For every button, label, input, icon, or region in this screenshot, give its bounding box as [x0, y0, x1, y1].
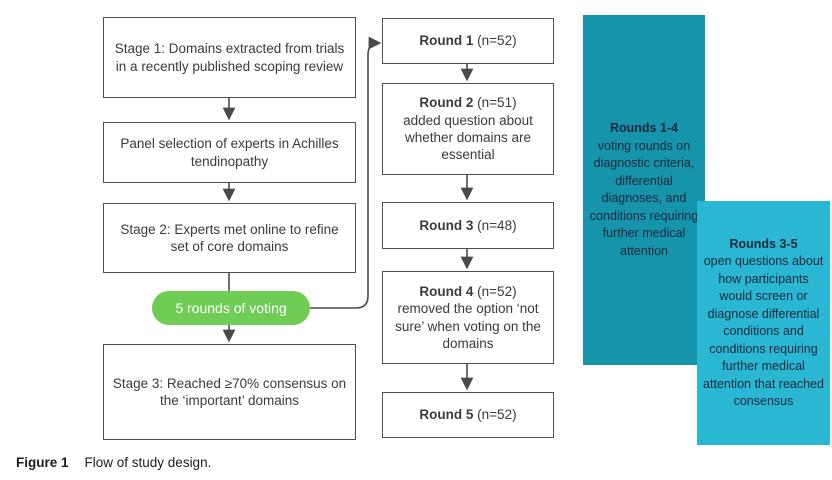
- stage1-box: Stage 1: Domains extracted from trials i…: [103, 17, 356, 98]
- round1-box: Round 1 (n=52): [382, 18, 554, 64]
- round1-label: Round 1: [419, 33, 474, 49]
- annotation-rounds-3-5-body: open questions about how participants wo…: [703, 254, 824, 408]
- round5-label: Round 5: [419, 407, 474, 423]
- connector-voting-to-round1: [310, 36, 382, 309]
- figure-caption: Figure 1 Flow of study design.: [16, 455, 211, 470]
- annotation-rounds-1-4: Rounds 1-4 voting rounds on diagnostic c…: [583, 15, 705, 365]
- voting-rounds-text: 5 rounds of voting: [175, 300, 287, 316]
- stage2-box: Stage 2: Experts met online to refine se…: [103, 203, 356, 273]
- annotation-rounds-1-4-body: voting rounds on diagnostic criteria, di…: [589, 138, 699, 258]
- annotation-rounds-1-4-title: Rounds 1-4: [609, 121, 679, 135]
- annotation-rounds-3-5-title: Rounds 3-5: [729, 236, 798, 251]
- stage2-text: Stage 2: Experts met online to refine se…: [120, 221, 339, 254]
- round4-n: (n=52): [477, 283, 517, 299]
- round1-n: (n=52): [477, 33, 517, 49]
- round2-box: Round 2 (n=51) added question about whet…: [382, 83, 554, 175]
- round4-box: Round 4 (n=52) removed the option ‘not s…: [382, 271, 554, 364]
- round4-label: Round 4: [419, 283, 474, 299]
- round2-detail: added question about whether domains are…: [403, 112, 533, 163]
- round5-box: Round 5 (n=52): [382, 392, 554, 438]
- round3-label: Round 3: [419, 217, 474, 233]
- stage1-text: Stage 1: Domains extracted from trials i…: [114, 41, 345, 74]
- round4-detail: removed the option ‘not sure’ when votin…: [395, 301, 541, 351]
- panel-selection-box: Panel selection of experts in Achilles t…: [103, 122, 356, 183]
- stage3-text: Stage 3: Reached ≥70% consensus on the ‘…: [112, 375, 347, 408]
- round2-label: Round 2: [419, 95, 474, 111]
- round5-n: (n=52): [477, 407, 517, 423]
- round3-n: (n=48): [477, 217, 517, 233]
- round2-n: (n=51): [477, 95, 517, 111]
- annotation-rounds-3-5: Rounds 3-5 open questions about how part…: [697, 201, 830, 445]
- round3-box: Round 3 (n=48): [382, 202, 554, 249]
- voting-rounds-pill: 5 rounds of voting: [152, 291, 310, 325]
- figure-caption-label: Figure 1: [16, 455, 69, 470]
- panel-selection-text: Panel selection of experts in Achilles t…: [120, 136, 339, 169]
- figure-caption-text: Flow of study design.: [84, 455, 212, 470]
- stage3-box: Stage 3: Reached ≥70% consensus on the ‘…: [103, 344, 356, 440]
